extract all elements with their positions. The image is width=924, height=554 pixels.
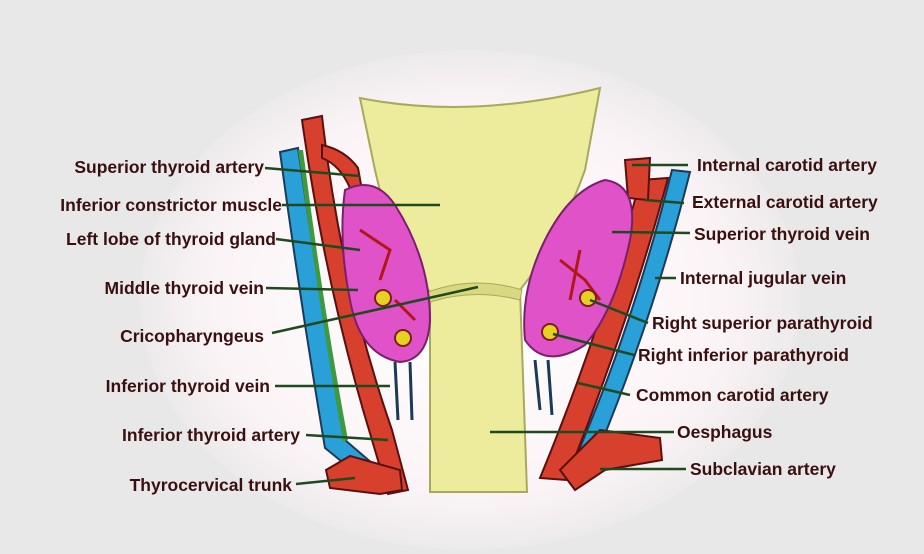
label-inferior-thyroid-vein: Inferior thyroid vein [106,376,270,396]
oesophagus [430,290,527,492]
label-superior-thyroid-artery: Superior thyroid artery [74,157,264,177]
label-left-lobe-of-thyroid-gland: Left lobe of thyroid gland [66,229,276,249]
label-right-superior-parathyroid: Right superior parathyroid [652,313,873,333]
label-right-inferior-parathyroid: Right inferior parathyroid [638,345,849,365]
label-middle-thyroid-vein: Middle thyroid vein [105,278,264,298]
right-superior-parathyroid [580,290,596,306]
label-inferior-thyroid-artery: Inferior thyroid artery [122,425,300,445]
label-internal-jugular-vein: Internal jugular vein [680,268,846,288]
right-inferior-parathyroid [542,324,558,340]
label-subclavian-artery: Subclavian artery [690,459,836,479]
label-cricopharyngeus: Cricopharyngeus [120,326,264,346]
label-oesphagus: Oesphagus [677,422,772,442]
left-inferior-parathyroid [395,330,411,346]
label-internal-carotid-artery: Internal carotid artery [697,155,877,175]
label-superior-thyroid-vein: Superior thyroid vein [694,224,870,244]
label-thyrocervical-trunk: Thyrocervical trunk [130,475,292,495]
label-inferior-constrictor-muscle: Inferior constrictor muscle [60,195,282,215]
left-superior-parathyroid [375,290,391,306]
label-external-carotid-artery: External carotid artery [692,192,878,212]
label-common-carotid-artery: Common carotid artery [636,385,829,405]
